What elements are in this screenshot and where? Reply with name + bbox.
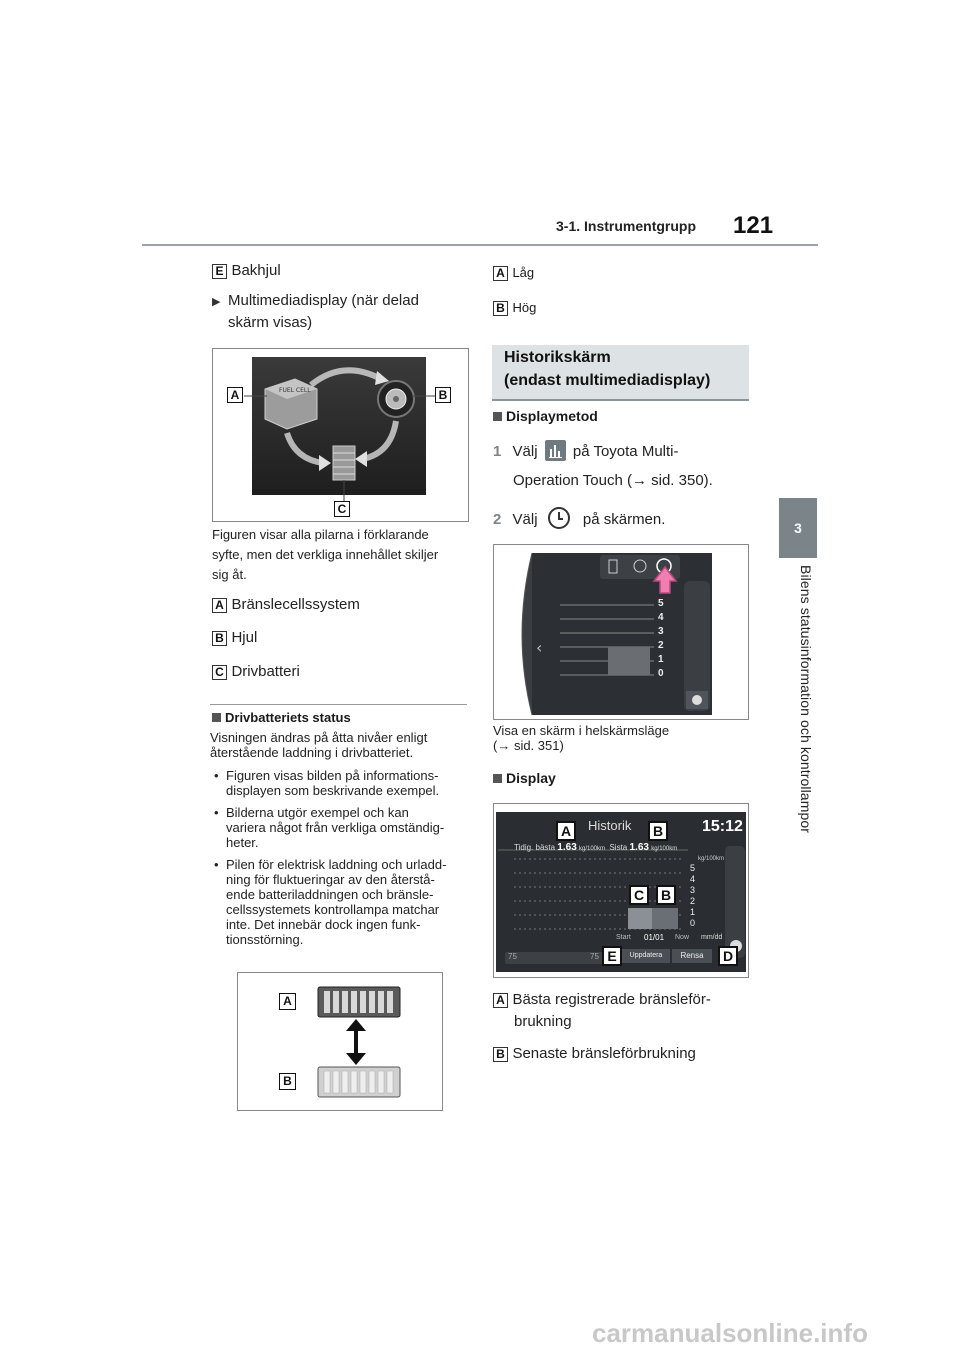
- display-method-heading: Displaymetod: [493, 408, 598, 424]
- arrow-icon: ▶: [212, 296, 221, 308]
- energy-flow-figure: FUEL CELL A B C: [212, 348, 469, 522]
- bullet-item: • Figuren visas bilden på informations- …: [214, 768, 440, 798]
- chapter-tab: 3: [779, 498, 817, 558]
- page-number: 121: [733, 212, 774, 239]
- item-latest: B Senaste bränsleförbrukning: [493, 1045, 696, 1063]
- clear-button[interactable]: Rensa: [672, 949, 712, 963]
- history-graph: [498, 846, 745, 964]
- label-c: C: [629, 885, 649, 905]
- square-bullet-icon: [493, 412, 502, 421]
- scale-right: 75: [590, 952, 599, 961]
- clock-icon: [547, 507, 570, 529]
- label-a: A: [279, 993, 296, 1010]
- label-b-second: B: [656, 885, 676, 905]
- now-label: Now: [675, 934, 690, 941]
- fuel-cell-icon: FUEL CELL: [264, 378, 318, 430]
- header-divider: [142, 244, 818, 246]
- section-title: 3-1. Instrumentgrupp: [556, 218, 697, 234]
- chapter-tab-label: Bilens statusinformation och kontrollamp…: [798, 565, 814, 833]
- battery-level-figure: A B: [237, 972, 443, 1111]
- history-banner: Historikskärm (endast multimediadisplay): [492, 345, 749, 401]
- battery-level-diagram: [317, 986, 401, 1098]
- bullet-item: • Pilen för elektrisk laddning och urlad…: [214, 857, 447, 947]
- clock-time: 15:12: [702, 818, 743, 835]
- screen-caption: Visa en skärm i helskärmsläge (→ sid. 35…: [493, 723, 670, 753]
- wheel-icon: [377, 380, 415, 418]
- bullet-list: • Figuren visas bilden på informations- …: [212, 768, 472, 947]
- status-heading: Drivbatteriets status: [212, 710, 351, 725]
- axis-unit: kg/100km: [698, 856, 725, 862]
- screen-figure-2: Historik 15:12 Tidig. bästa 1.63 kg/100k…: [493, 803, 749, 978]
- screen-title: Historik: [588, 818, 632, 833]
- figure-caption: Figuren visar alla pilarna i förklarande…: [212, 527, 439, 582]
- label-a: A: [556, 821, 576, 841]
- label-b: B: [435, 387, 451, 403]
- label-e: E: [602, 946, 622, 966]
- energy-flow-diagram: FUEL CELL: [244, 357, 435, 501]
- item-high: B Hög: [493, 299, 536, 317]
- svg-text:‹: ‹: [536, 638, 542, 657]
- watermark: carmanualsonline.info: [592, 1318, 868, 1348]
- item-low: A Låg: [493, 264, 534, 282]
- svg-text:FUEL CELL: FUEL CELL: [279, 387, 311, 394]
- step-1: 1 Välj på Toyota Multi-: [493, 440, 753, 461]
- date-label: 01/01: [644, 933, 665, 942]
- history-screen-1: ‹: [494, 545, 748, 719]
- bullet-item: • Bilderna utgör exempel och kan variera…: [214, 805, 445, 850]
- display-heading: Display: [493, 770, 556, 786]
- item-best: A Bästa registrerade bränsleför-: [493, 991, 711, 1009]
- label-b: B: [648, 821, 668, 841]
- step-1-line2: Operation Touch (→ sid. 350).: [513, 472, 713, 489]
- date-format: mm/dd: [701, 934, 723, 941]
- scale-left: 75: [508, 952, 517, 961]
- item-b: B Hjul: [212, 629, 257, 647]
- start-label: Start: [616, 934, 631, 941]
- label-b: B: [279, 1073, 296, 1090]
- item-best-line2: brukning: [514, 1013, 572, 1030]
- history-bar-icon: [544, 440, 566, 461]
- battery-icon: [332, 445, 356, 481]
- label-c: C: [334, 501, 350, 517]
- step-2: 2 Välj på skärmen.: [493, 507, 665, 529]
- arrow-item-line2: skärm visas): [228, 314, 313, 331]
- arrow-item: ▶: [212, 292, 220, 310]
- label-d: D: [718, 946, 738, 966]
- square-bullet-icon: [212, 713, 221, 722]
- item-a: A Bränslecellssystem: [212, 596, 360, 614]
- arrow-item-line1: Multimediadisplay (när delad: [228, 292, 419, 309]
- update-button[interactable]: Uppdatera: [622, 949, 670, 963]
- history-screen-2: Historik 15:12 Tidig. bästa 1.63 kg/100k…: [496, 812, 746, 972]
- label-a: A: [227, 387, 243, 403]
- item-c: C Drivbatteri: [212, 663, 300, 681]
- section-divider: [210, 704, 467, 705]
- status-text: Visningen ändras på åtta nivåer enligt å…: [210, 730, 428, 760]
- item-e: E Bakhjul: [212, 262, 281, 280]
- best-consumption: Tidig. bästa 1.63 kg/100km Sista 1.63 kg…: [514, 842, 678, 853]
- square-bullet-icon: [493, 774, 502, 783]
